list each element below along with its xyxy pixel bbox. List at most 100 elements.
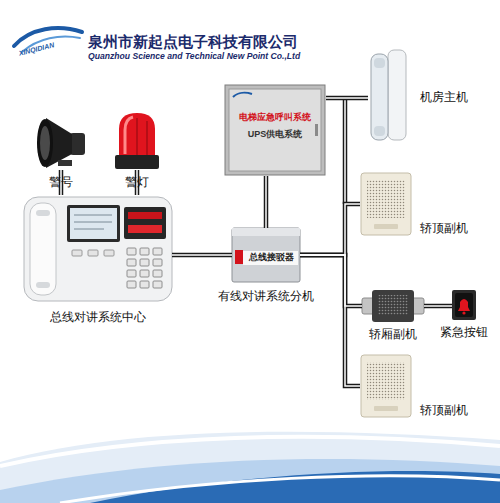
keypad-key: [153, 281, 162, 288]
keypad-key: [127, 281, 136, 288]
lcd-line: [74, 222, 112, 223]
led-segment: [128, 212, 162, 219]
machine-room-phone: 机房主机: [368, 48, 408, 143]
keypad-key: [140, 281, 149, 288]
wave-line: [60, 476, 500, 503]
company-english-name: Quanzhou Science and Technical New Point…: [88, 52, 300, 62]
speaker-strip: [374, 224, 398, 229]
cabinet-latch: [315, 124, 318, 136]
company-title: 泉州市新起点电子科技有限公司: [88, 33, 298, 50]
keypad-key: [140, 259, 149, 266]
emergency-button: 紧急按钮: [452, 290, 476, 320]
warning-light-illustration: [115, 113, 159, 169]
ups-cabinet-illustration: [225, 85, 325, 175]
car-top-speaker: 轿顶副机: [360, 354, 412, 418]
handset-mouthpiece: [36, 282, 50, 288]
keypad-key: [153, 259, 162, 266]
phone-illustration: [371, 50, 406, 140]
light-rib: [136, 118, 138, 155]
bell-symbol: [458, 299, 470, 311]
wire-gap: [326, 97, 368, 99]
light-highlight: [125, 117, 133, 154]
phone-handset: [371, 54, 388, 140]
device-label: 轿顶副机: [420, 222, 468, 236]
console-handset: [30, 203, 56, 295]
light-dome: [119, 113, 155, 156]
horn-illustration: [37, 118, 85, 168]
warning-light: 警灯: [113, 112, 161, 170]
bell-clapper: [462, 311, 465, 314]
function-key: [88, 250, 98, 256]
logo-wordmark: XINQIDIAN: [18, 41, 55, 58]
speaker-grille: [367, 362, 405, 400]
wave-band: [0, 432, 500, 503]
device-label: 警灯: [125, 176, 149, 190]
wire-connector: [424, 304, 452, 309]
light-base: [115, 155, 159, 169]
wire-gap: [172, 254, 232, 256]
wire-connector: [300, 255, 360, 386]
horn-mouth-inner: [40, 126, 50, 160]
device-label: 轿厢副机: [369, 328, 417, 342]
phone-earpiece: [374, 58, 385, 68]
adapter-body: [232, 228, 300, 282]
wire-connector: [172, 253, 232, 258]
speaker-strip: [374, 406, 398, 411]
keypad-key: [153, 248, 162, 255]
wire-gap: [265, 176, 267, 228]
cabinet-body: [225, 85, 325, 175]
speaker-body: [361, 355, 411, 417]
console-center: 总线对讲系统中心: [24, 195, 172, 303]
car-unit-grille: [378, 295, 408, 315]
horn-mouth: [37, 119, 53, 167]
button-face: [455, 293, 473, 317]
adapter-logo: [235, 250, 243, 264]
speaker-illustration: [361, 355, 411, 417]
speaker-body: [361, 173, 411, 235]
wave-light: [0, 432, 500, 503]
device-label: 总线对讲系统中心: [50, 311, 146, 325]
lcd-frame: [67, 205, 120, 242]
panel-text: 总线接驳器: [243, 252, 300, 262]
bus-wire-gap: [344, 98, 346, 204]
car-unit-body: [372, 290, 414, 322]
lcd-line: [74, 215, 112, 216]
car-top-speaker: 轿顶副机: [360, 172, 412, 236]
lcd-line: [74, 229, 104, 230]
console-body: [24, 197, 172, 301]
wire-gap: [424, 305, 452, 307]
device-label: 机房主机: [420, 91, 468, 105]
phone-base: [388, 50, 406, 140]
keypad-key: [140, 248, 149, 255]
bus-adapter-illustration: [232, 228, 300, 282]
car-unit-illustration: [362, 290, 424, 322]
horn-device: 警号: [35, 118, 87, 170]
wire-gap: [300, 255, 360, 386]
keypad-key: [140, 270, 149, 277]
console-illustration: [24, 197, 172, 301]
device-label: 有线对讲系统分机: [218, 290, 314, 304]
cabinet-logo: [233, 93, 252, 97]
led-segment: [128, 225, 162, 233]
phone-mouthpiece: [374, 126, 385, 136]
lcd-screen: [70, 208, 117, 239]
wave-mid: [0, 459, 500, 503]
bus-wire: [343, 98, 348, 204]
button-plate: [452, 290, 476, 320]
wire-connector: [326, 96, 368, 101]
keypad-key: [127, 259, 136, 266]
speaker-illustration: [361, 173, 411, 235]
led-display: [124, 207, 166, 239]
function-key: [104, 250, 114, 256]
ups-cabinet: 电梯应急呼叫系统UPS供电系统: [224, 84, 326, 176]
function-key: [72, 250, 82, 256]
keypad-key: [153, 270, 162, 277]
wire-connector: [264, 176, 269, 228]
panel-text: 电梯应急呼叫系统: [224, 112, 326, 122]
car-unit: 轿厢副机: [362, 290, 424, 322]
emergency-button-illustration: [452, 290, 476, 320]
speaker-grille: [367, 180, 405, 218]
